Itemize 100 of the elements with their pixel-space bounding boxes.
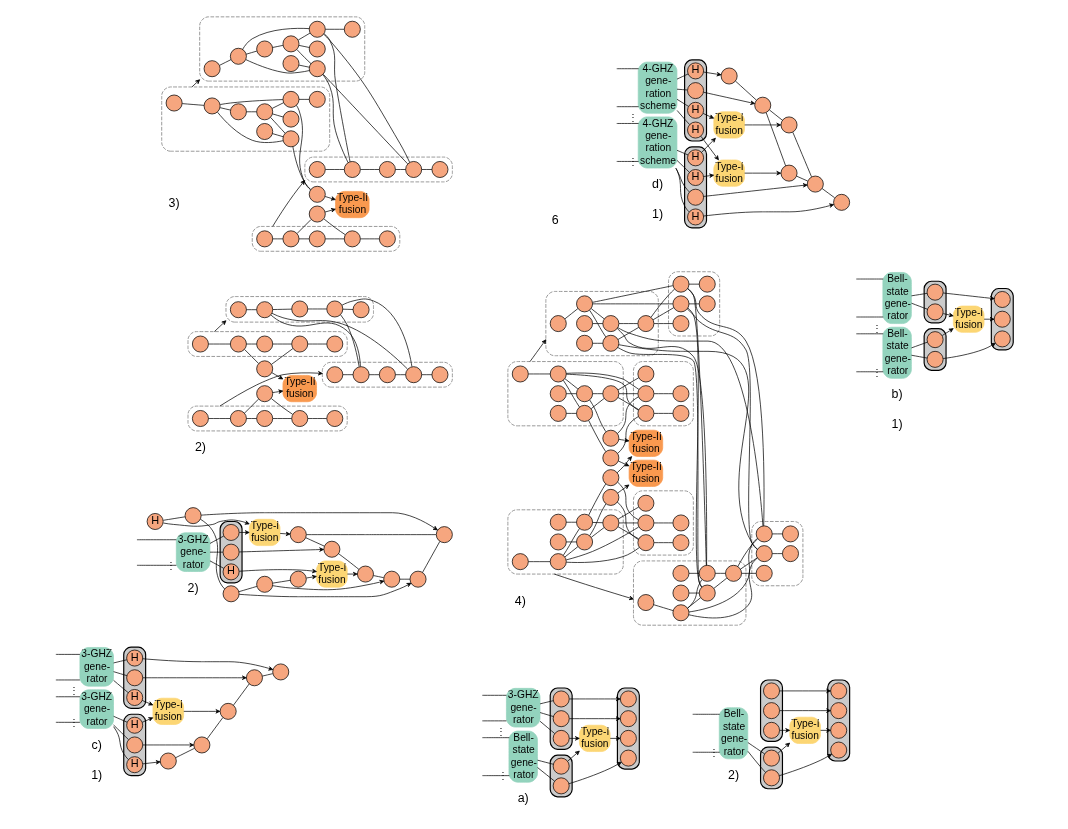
connector — [590, 527, 605, 538]
connector — [676, 73, 689, 80]
connector — [233, 683, 250, 706]
connector — [676, 160, 690, 173]
cluster — [199, 16, 366, 82]
connector — [676, 88, 688, 91]
connector — [421, 374, 433, 376]
arrow — [942, 312, 954, 318]
connector — [565, 521, 577, 523]
connector — [687, 288, 707, 566]
arrow — [200, 512, 438, 531]
connector — [565, 526, 639, 561]
connector — [200, 518, 225, 590]
connector — [338, 553, 360, 570]
cluster — [304, 156, 453, 183]
arrow — [306, 574, 317, 580]
connector — [175, 748, 195, 758]
cluster — [187, 405, 348, 432]
node-circle — [291, 410, 309, 427]
node-circle — [256, 385, 274, 403]
connector — [368, 374, 380, 376]
node-circle — [357, 565, 374, 583]
arrow — [142, 742, 195, 748]
node-circle — [576, 533, 593, 551]
connector — [323, 218, 346, 236]
node-circle — [806, 175, 824, 193]
label: 1) — [891, 417, 903, 432]
arrow — [569, 716, 621, 721]
connector — [322, 74, 349, 163]
connector — [340, 314, 360, 367]
node-circle — [926, 350, 944, 368]
node-circle — [246, 669, 263, 687]
node-circle — [256, 301, 274, 319]
connector — [113, 659, 128, 664]
connector — [688, 572, 700, 574]
node-circle — [230, 47, 247, 65]
node-circle — [687, 188, 704, 206]
node-circle — [193, 736, 211, 754]
node-circle — [754, 96, 772, 114]
connector — [325, 169, 345, 170]
connector — [244, 398, 259, 414]
connector — [325, 238, 345, 240]
node-circle — [637, 405, 655, 422]
node-circle — [830, 682, 848, 700]
connector — [219, 107, 231, 111]
arrow — [324, 208, 336, 213]
label: 2) — [194, 440, 206, 455]
connector — [360, 169, 380, 170]
arrow — [700, 135, 719, 161]
cluster — [633, 361, 694, 427]
node-circle — [256, 123, 274, 140]
node-circle — [378, 230, 396, 248]
connector — [209, 535, 225, 544]
node-circle — [222, 585, 240, 603]
connector — [618, 522, 639, 524]
node-circle: H — [126, 649, 144, 667]
connector — [688, 557, 758, 619]
connector — [539, 700, 554, 705]
connector — [653, 522, 674, 524]
node-circle — [343, 161, 361, 178]
connector — [616, 123, 639, 124]
connector — [528, 373, 551, 375]
node-circle — [672, 514, 690, 532]
connector — [592, 393, 604, 395]
connector — [741, 572, 757, 574]
connector — [206, 717, 224, 740]
node-circle: H — [687, 62, 704, 80]
node-circle — [431, 161, 449, 178]
connector — [618, 393, 639, 395]
connector — [590, 308, 605, 320]
node-circle — [192, 410, 209, 427]
node-circle — [672, 534, 690, 552]
node-circle — [409, 570, 427, 588]
connector — [616, 161, 639, 162]
connector — [564, 546, 579, 558]
node-circle — [725, 564, 742, 582]
connector — [675, 167, 690, 193]
node-circle — [511, 553, 529, 571]
node-circle — [383, 570, 401, 588]
node-circle: H — [222, 563, 240, 581]
label: 2) — [728, 767, 740, 782]
node-circle — [256, 230, 274, 248]
connector — [272, 580, 291, 584]
connector — [323, 33, 411, 163]
node-circle — [256, 335, 274, 353]
node-circle: H — [687, 149, 704, 167]
arrow — [942, 342, 996, 359]
node-circle — [637, 494, 655, 512]
connector — [590, 398, 605, 409]
node-circle — [326, 410, 344, 427]
node-circle — [926, 303, 944, 321]
arrow — [183, 709, 221, 714]
arrow — [324, 196, 336, 201]
node-circle — [619, 710, 637, 728]
connector — [564, 308, 579, 320]
arrow — [702, 113, 715, 119]
node-circle — [993, 330, 1011, 348]
connector — [771, 553, 783, 554]
node-circle — [672, 385, 690, 403]
connector — [217, 111, 284, 143]
